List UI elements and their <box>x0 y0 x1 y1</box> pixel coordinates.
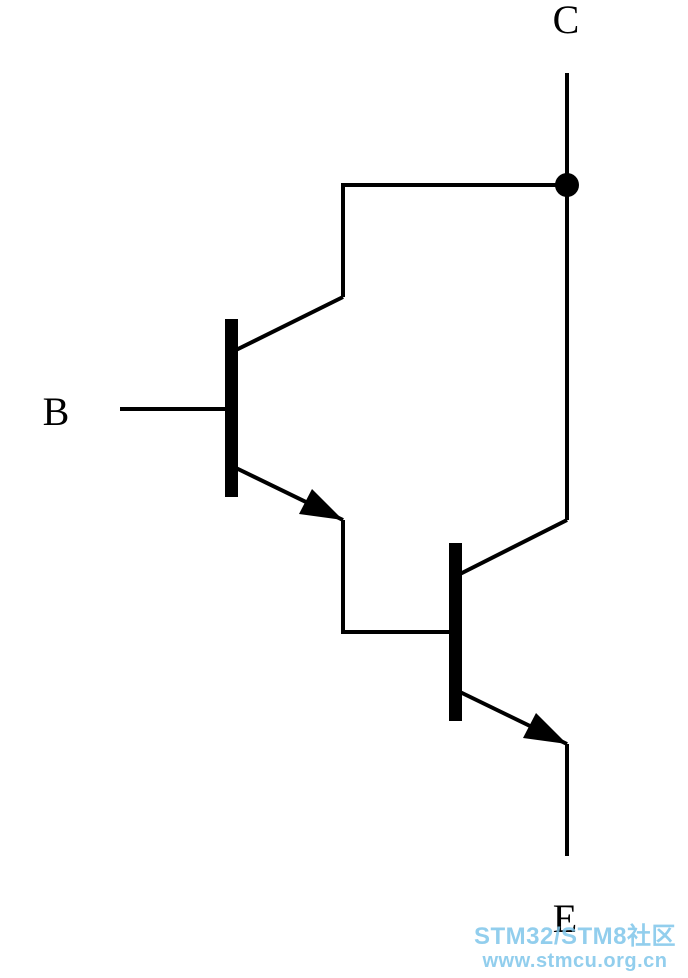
watermark-title: STM32/STM8社区 <box>473 922 676 950</box>
q1-emitter-to-q2-base-wire <box>341 520 455 634</box>
q1-collector-feed-wire <box>341 183 567 297</box>
q1-emitter-arrow-icon <box>299 489 343 520</box>
watermark: STM32/STM8社区 www.stmcu.org.cn <box>473 922 676 972</box>
emitter-label: E <box>553 896 577 941</box>
collector-label: C <box>553 0 580 42</box>
watermark-url: www.stmcu.org.cn <box>482 950 668 972</box>
base-label: B <box>43 389 70 434</box>
q2-base-bar <box>449 543 462 721</box>
q1-collector-lead <box>235 295 344 352</box>
q2-collector-lead <box>459 518 568 576</box>
collector-junction-dot <box>555 173 579 197</box>
q1-base-bar <box>225 319 238 497</box>
q2-emitter-arrow-icon <box>523 713 567 744</box>
